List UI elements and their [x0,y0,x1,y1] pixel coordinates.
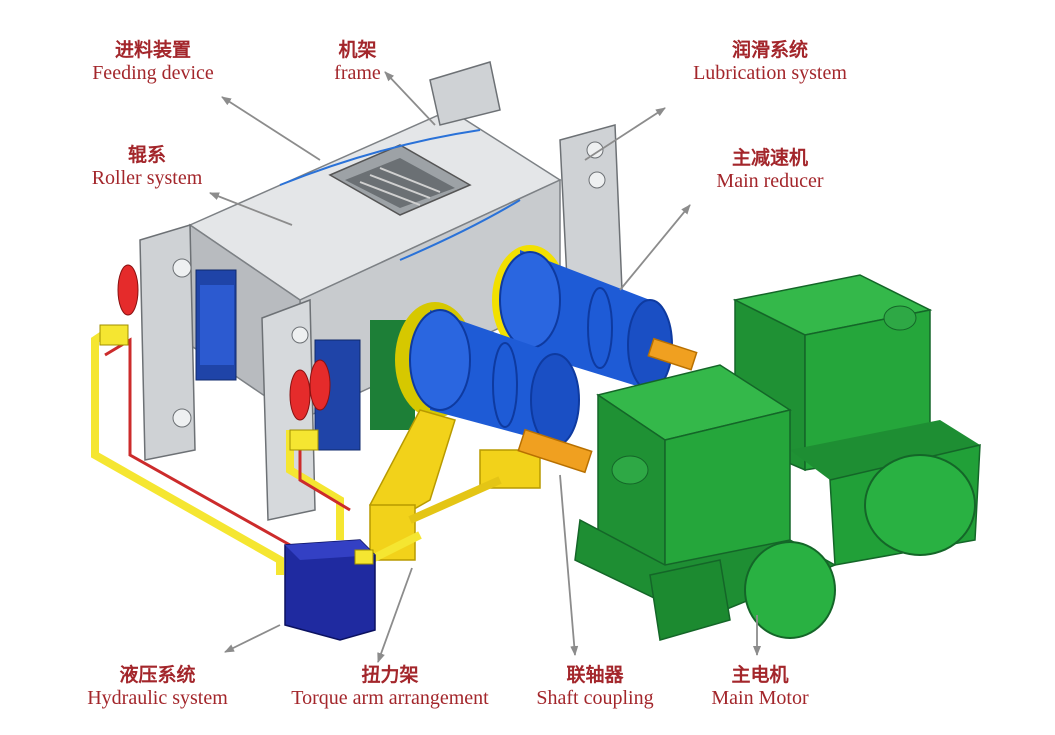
label-torque-en: Torque arm arrangement [291,686,489,709]
label-roller-en: Roller system [91,166,203,189]
label-lubrication-cn: 润滑系统 [731,39,808,61]
label-main-motor: 主电机 Main Motor [695,664,825,710]
label-hydraulic-system: 液压系统 Hydraulic system [65,664,250,710]
label-shaft-coupling: 联轴器 Shaft coupling [520,664,670,710]
label-torque-cn: 扭力架 [361,664,419,686]
leader-arrows [209,71,761,663]
label-lubrication-en: Lubrication system [693,61,847,84]
arrow-roller [209,192,293,226]
motor-front [574,364,837,641]
reducer-lower [395,302,580,447]
label-coupling-en: Shaft coupling [536,686,654,709]
label-torque-arm: 扭力架 Torque arm arrangement [270,664,510,710]
arrow-frame [384,71,436,126]
label-motor-en: Main Motor [711,686,809,709]
arrow-coupling [559,474,579,656]
label-main-reducer: 主减速机 Main reducer [690,147,850,193]
label-coupling-cn: 联轴器 [566,664,624,686]
hydraulic-system [91,264,422,641]
label-frame-en: frame [334,61,381,84]
arrow-hydraulic [224,624,281,653]
arrow-reducer [619,204,691,291]
label-frame-cn: 机架 [338,39,377,61]
label-hydraulic-cn: 液压系统 [119,664,196,686]
label-feeding-en: Feeding device [92,61,214,84]
shaft-couplings [517,337,698,474]
label-roller-cn: 辊系 [127,144,166,166]
left-side-plate [139,223,237,461]
label-reducer-en: Main reducer [716,169,824,192]
label-lubrication-system: 润滑系统 Lubrication system [670,39,870,85]
label-reducer-cn: 主减速机 [731,147,808,169]
label-roller-system: 辊系 Roller system [72,144,222,190]
arrow-lubrication [584,107,666,161]
label-motor-cn: 主电机 [731,664,789,686]
label-feeding-device: 进料装置 Feeding device [68,39,238,85]
label-feeding-cn: 进料装置 [114,39,191,61]
label-frame: 机架 frame [310,39,405,85]
label-hydraulic-en: Hydraulic system [87,686,228,709]
arrow-torque [377,567,413,663]
arrow-feeding [221,96,321,161]
